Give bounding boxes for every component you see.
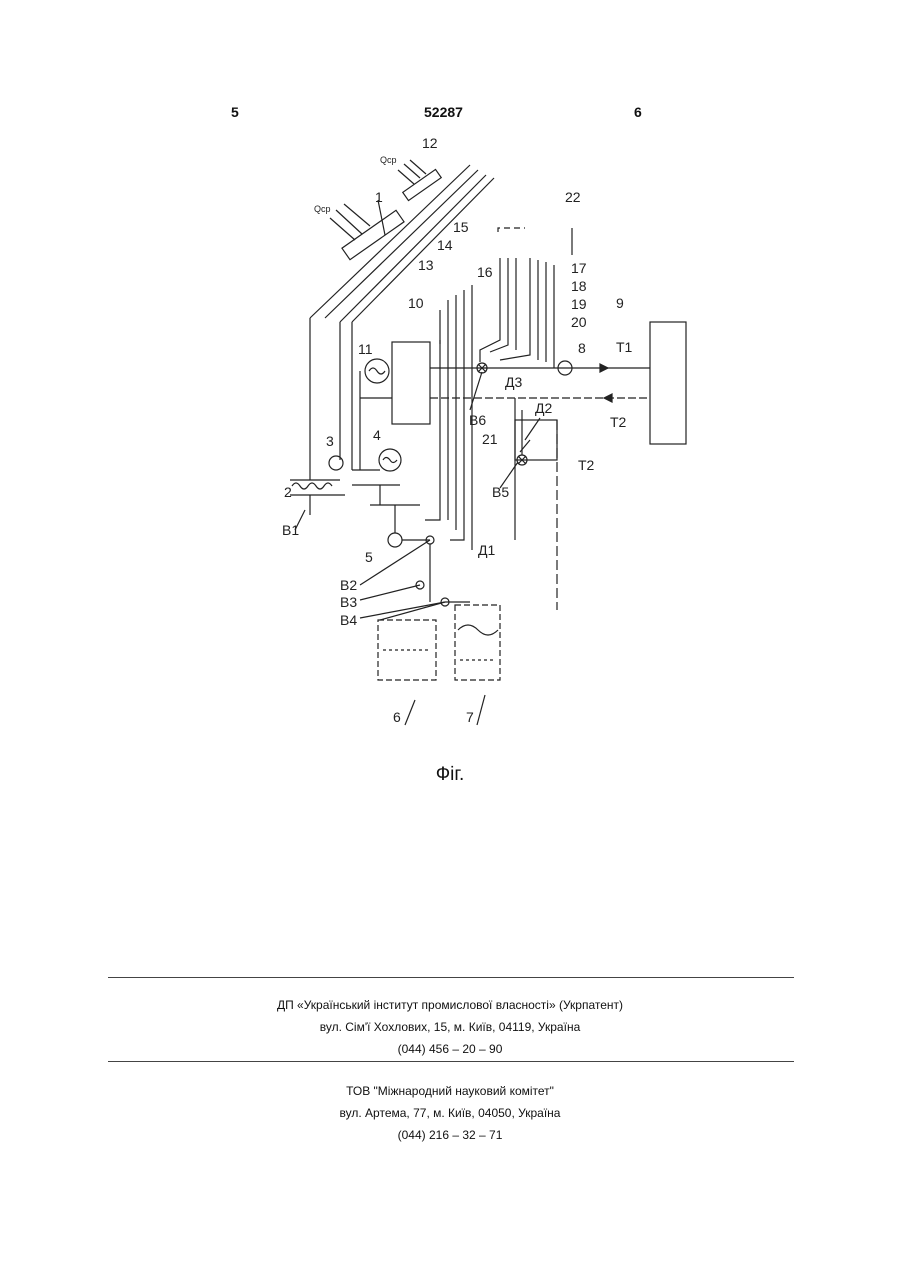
label-17: 17: [571, 260, 587, 276]
label-t1: Т1: [616, 339, 633, 355]
printer-phone: (044) 216 – 32 – 71: [0, 1128, 900, 1142]
label-d3: Д3: [505, 374, 522, 390]
label-5: 5: [365, 549, 373, 565]
label-b2: В2: [340, 577, 357, 593]
label-14: 14: [437, 237, 453, 253]
figure-caption: Фіг.: [0, 764, 900, 786]
tank-21: [515, 420, 557, 460]
footer-divider-bottom: [108, 1061, 794, 1062]
label-20: 20: [571, 314, 587, 330]
label-22: 22: [565, 189, 581, 205]
label-d2: Д2: [535, 400, 552, 416]
label-t2-tank: Т2: [578, 457, 595, 473]
label-b5: В5: [492, 484, 509, 500]
label-b3: В3: [340, 594, 357, 610]
label-9: 9: [616, 295, 624, 311]
label-21: 21: [482, 431, 498, 447]
label-11: 11: [358, 341, 373, 357]
label-b4: В4: [340, 612, 357, 628]
publisher-name: ДП «Український інститут промислової вла…: [0, 998, 900, 1012]
printer-address: вул. Артема, 77, м. Київ, 04050, Україна: [0, 1106, 900, 1120]
label-6: 6: [393, 709, 401, 725]
label-18: 18: [571, 278, 587, 294]
label-qcp-2: Qср: [380, 155, 397, 165]
label-10: 10: [408, 295, 424, 311]
publisher-phone: (044) 456 – 20 – 90: [0, 1042, 900, 1056]
label-b6: В6: [469, 412, 486, 428]
storage-7: [455, 605, 500, 680]
label-15: 15: [453, 219, 469, 235]
consumer-9: [650, 322, 686, 444]
pump-5-icon: [388, 533, 402, 547]
footer-divider-top: [108, 977, 794, 978]
pump-3-icon: [329, 456, 343, 470]
label-8: 8: [578, 340, 586, 356]
label-1: 1: [375, 189, 383, 205]
label-t2-main: Т2: [610, 414, 627, 430]
label-b1: В1: [282, 522, 299, 538]
label-16: 16: [477, 264, 493, 280]
label-19: 19: [571, 296, 587, 312]
label-4: 4: [373, 427, 381, 443]
publisher-address: вул. Сім'ї Хохлових, 15, м. Київ, 04119,…: [0, 1020, 900, 1034]
label-qcp-1: Qср: [314, 204, 331, 214]
collector-12: [403, 169, 442, 200]
label-2: 2: [284, 484, 292, 500]
label-13: 13: [418, 257, 434, 273]
label-3: 3: [326, 433, 334, 449]
technical-drawing: Qср Qср 1 12 22 15 14 13 16 17 18 19 20 …: [0, 0, 900, 760]
printer-name: ТОВ "Міжнародний науковий комітет": [0, 1084, 900, 1098]
collector-1: [342, 210, 404, 259]
label-d1: Д1: [478, 542, 495, 558]
label-12: 12: [422, 135, 438, 151]
tank-10: [392, 342, 430, 424]
label-7: 7: [466, 709, 474, 725]
